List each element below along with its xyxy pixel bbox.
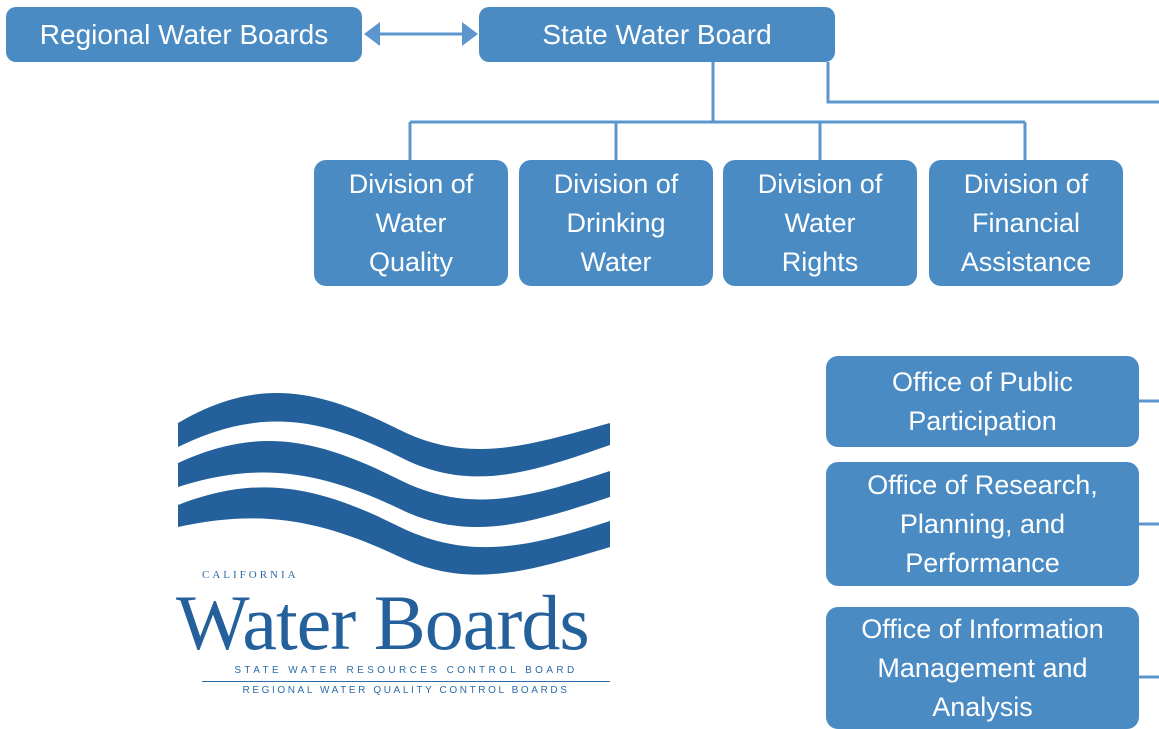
logo-state-board-text: STATE WATER RESOURCES CONTROL BOARD [234, 665, 578, 676]
california-water-boards-logo: CALIFORNIA Water Boards STATE WATER RESO… [170, 385, 620, 705]
division-water-rights-box[interactable]: Division of Water Rights [723, 160, 917, 286]
division-financial-assistance-box[interactable]: Division of Financial Assistance [929, 160, 1123, 286]
logo-divider [202, 681, 610, 682]
division-water-quality-box[interactable]: Division of Water Quality [314, 160, 508, 286]
office-information-management-analysis-box[interactable]: Office of Information Management and Ana… [826, 607, 1139, 729]
logo-regional-boards-text: REGIONAL WATER QUALITY CONTROL BOARDS [242, 685, 570, 696]
division-drinking-water-box[interactable]: Division of Drinking Water [519, 160, 713, 286]
state-water-board-box[interactable]: State Water Board [479, 7, 835, 62]
office-research-planning-performance-box[interactable]: Office of Research, Planning, and Perfor… [826, 462, 1139, 586]
office-public-participation-box[interactable]: Office of Public Participation [826, 356, 1139, 447]
logo-water-boards-text: Water Boards [176, 579, 590, 666]
waves-icon [178, 392, 610, 575]
regional-water-boards-box[interactable]: Regional Water Boards [6, 7, 362, 62]
logo-california-text: CALIFORNIA [202, 569, 299, 581]
